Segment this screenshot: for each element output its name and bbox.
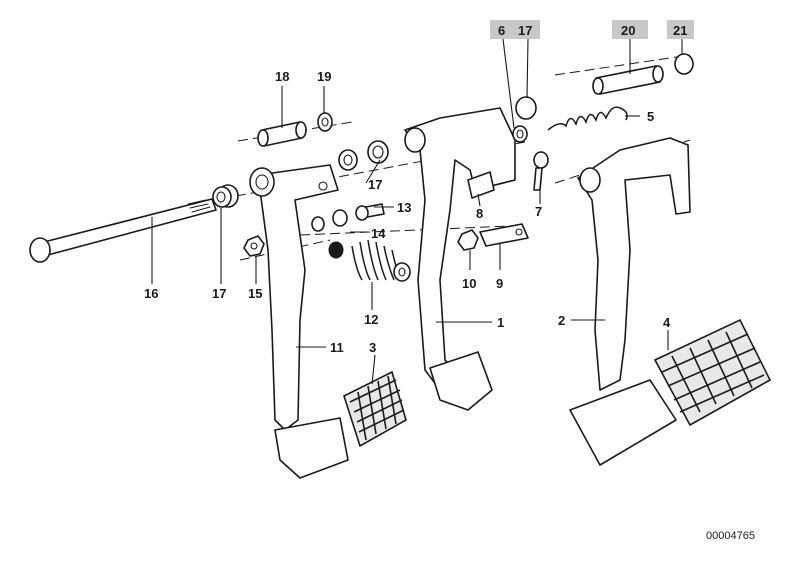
callout-10: 10 xyxy=(462,276,476,291)
clip-8 xyxy=(467,171,495,199)
callout-5: 5 xyxy=(647,109,654,124)
callout-15: 15 xyxy=(248,286,262,301)
pedal-arm-11 xyxy=(249,164,349,479)
highlight-box-6 xyxy=(490,20,515,39)
callout-8: 8 xyxy=(476,206,483,221)
callout-21: 21 xyxy=(673,23,687,38)
callout-14: 14 xyxy=(371,226,386,241)
callout-20: 20 xyxy=(621,23,635,38)
sleeve-18 xyxy=(257,121,307,147)
callout-18: 18 xyxy=(275,69,289,84)
spring-assembly-12 xyxy=(328,239,411,282)
callout-labels: 18 19 6 17 20 21 5 17 13 14 16 17 15 12 … xyxy=(144,23,687,355)
callout-17-top: 17 xyxy=(518,23,532,38)
link-9 xyxy=(479,223,529,247)
callout-3: 3 xyxy=(369,340,376,355)
highlight-box-21 xyxy=(667,20,694,39)
nut-14 xyxy=(311,209,348,232)
callout-2: 2 xyxy=(558,313,565,328)
callout-1: 1 xyxy=(497,315,504,330)
bushing-17-left xyxy=(212,184,239,208)
pedal-arm-2 xyxy=(569,137,691,466)
callout-4: 4 xyxy=(663,315,671,330)
bushing-6 xyxy=(512,125,528,143)
callout-9: 9 xyxy=(496,276,503,291)
highlight-box-17 xyxy=(515,20,540,39)
pedal-pad-3 xyxy=(343,370,407,448)
callout-17-mid: 17 xyxy=(368,177,382,192)
callout-17-left: 17 xyxy=(212,286,226,301)
nut-10 xyxy=(457,229,479,251)
bushing-17-mid xyxy=(338,140,389,171)
bolt-13 xyxy=(355,203,385,221)
highlight-box-20 xyxy=(612,20,648,39)
callout-19: 19 xyxy=(317,69,331,84)
leader-lines xyxy=(151,38,683,385)
pivot-bolt-16 xyxy=(29,198,217,263)
return-spring-5 xyxy=(547,106,628,131)
callout-16: 16 xyxy=(144,286,158,301)
callout-12: 12 xyxy=(364,312,378,327)
sleeve-20 xyxy=(592,65,664,95)
callout-6: 6 xyxy=(498,23,505,38)
document-number: 00004765 xyxy=(706,530,755,542)
nut-15 xyxy=(243,235,265,257)
pedal-pad-4 xyxy=(653,318,772,427)
callout-highlights xyxy=(490,20,694,39)
cap-21 xyxy=(674,53,694,75)
callout-11: 11 xyxy=(330,340,344,355)
callout-13: 13 xyxy=(397,200,411,215)
washer-19 xyxy=(317,112,333,132)
callout-7: 7 xyxy=(535,204,542,219)
bolt-7 xyxy=(533,151,549,191)
